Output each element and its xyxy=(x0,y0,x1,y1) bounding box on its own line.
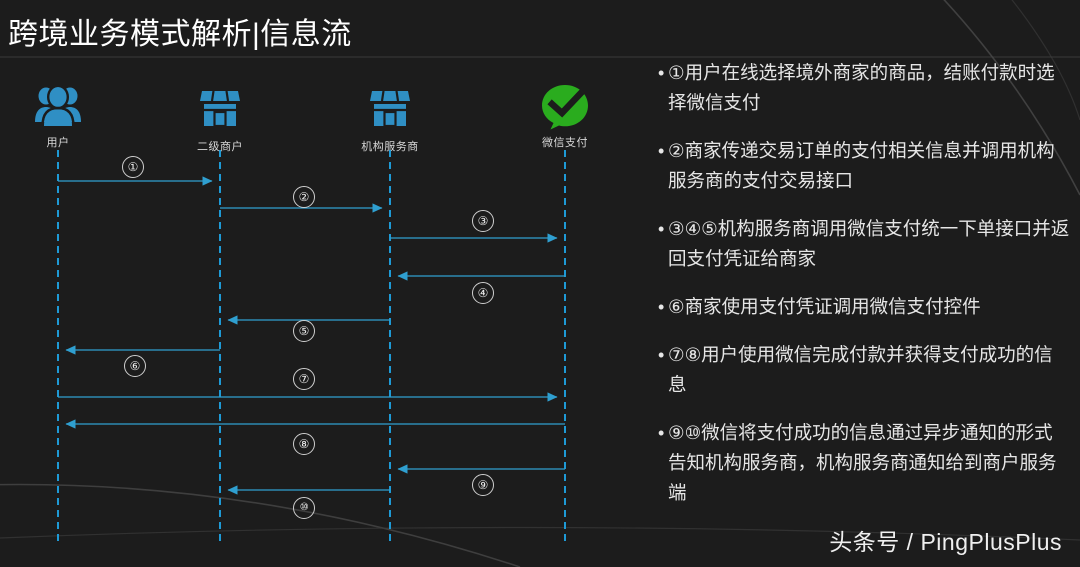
page-title: 跨境业务模式解析|信息流 xyxy=(8,18,352,51)
bullet-item: • ⑥商家使用支付凭证调用微信支付控件 xyxy=(658,292,1070,322)
bullet-marker: • xyxy=(658,141,665,161)
message-number-4: ④ xyxy=(472,282,494,304)
actor-provider: 机构服务商 xyxy=(330,88,450,154)
lifelines xyxy=(57,150,566,545)
actor-user: 用户 xyxy=(0,84,118,150)
bullet-text: ⑦⑧用户使用微信完成付款并获得支付成功的信息 xyxy=(668,344,1053,395)
message-number-7: ⑦ xyxy=(293,368,315,390)
message-number-6: ⑥ xyxy=(124,355,146,377)
message-number-2: ② xyxy=(293,186,315,208)
bullet-marker: • xyxy=(658,63,665,83)
bullet-marker: • xyxy=(658,297,665,317)
actor-merchant: 二级商户 xyxy=(160,88,280,154)
bullet-item: • ⑨⑩微信将支付成功的信息通过异步通知的形式告知机构服务商，机构服务商通知给到… xyxy=(658,418,1070,508)
actor-wechat-pay: 微信支付 xyxy=(505,84,625,150)
watermark: 头条号 / PingPlusPlus xyxy=(829,529,1062,555)
message-number-10: ⑩ xyxy=(293,497,315,519)
sequence-diagram: 用户 二级商户 xyxy=(0,84,625,545)
bullet-text: ②商家传递交易订单的支付相关信息并调用机构服务商的支付交易接口 xyxy=(668,140,1055,191)
bullet-text: ⑨⑩微信将支付成功的信息通过异步通知的形式告知机构服务商，机构服务商通知给到商户… xyxy=(668,422,1057,503)
message-number-1: ① xyxy=(122,156,144,178)
bullet-text: ③④⑤机构服务商调用微信支付统一下单接口并返回支付凭证给商家 xyxy=(668,218,1070,269)
message-number-5: ⑤ xyxy=(293,320,315,342)
shop-icon xyxy=(160,88,280,134)
actor-label: 二级商户 xyxy=(197,141,243,153)
bullet-text: ⑥商家使用支付凭证调用微信支付控件 xyxy=(668,296,981,317)
bullet-marker: • xyxy=(658,423,665,443)
bullet-item: • ③④⑤机构服务商调用微信支付统一下单接口并返回支付凭证给商家 xyxy=(658,214,1070,274)
actor-label: 微信支付 xyxy=(542,137,588,149)
actor-label: 用户 xyxy=(46,137,70,149)
users-group-icon xyxy=(0,84,118,130)
bullet-marker: • xyxy=(658,345,665,365)
bullet-item: • ②商家传递交易订单的支付相关信息并调用机构服务商的支付交易接口 xyxy=(658,136,1070,196)
wechat-pay-check-icon xyxy=(505,84,625,130)
message-number-8: ⑧ xyxy=(293,433,315,455)
shop-icon xyxy=(330,88,450,134)
bullet-item: • ①用户在线选择境外商家的商品，结账付款时选择微信支付 xyxy=(658,58,1070,118)
actor-label: 机构服务商 xyxy=(361,141,419,153)
explanation-panel: • ①用户在线选择境外商家的商品，结账付款时选择微信支付 • ②商家传递交易订单… xyxy=(658,58,1070,526)
bullet-marker: • xyxy=(658,219,665,239)
message-number-3: ③ xyxy=(472,210,494,232)
message-number-9: ⑨ xyxy=(472,474,494,496)
bullet-text: ①用户在线选择境外商家的商品，结账付款时选择微信支付 xyxy=(668,62,1055,113)
message-arrows xyxy=(57,150,566,545)
bullet-item: • ⑦⑧用户使用微信完成付款并获得支付成功的信息 xyxy=(658,340,1070,400)
